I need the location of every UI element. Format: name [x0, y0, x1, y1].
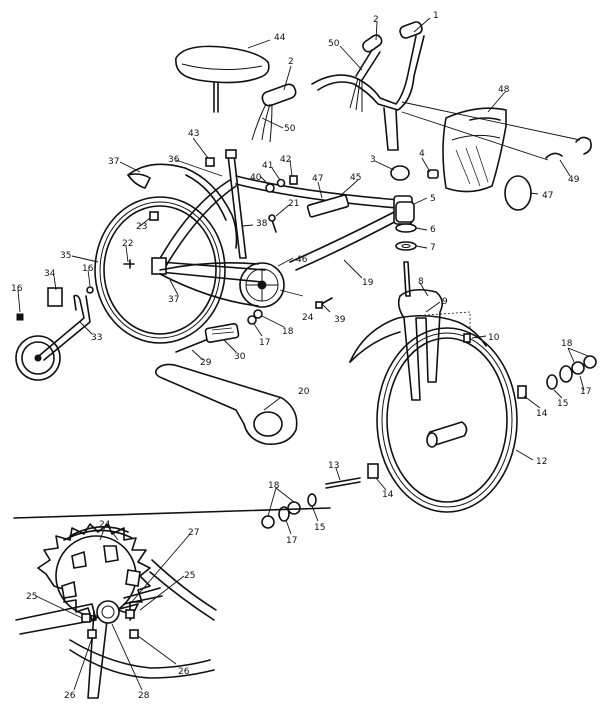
- label-42: 42: [280, 155, 291, 165]
- label-17a: 17: [580, 387, 591, 397]
- small-hardware: [16, 157, 597, 529]
- label-25b: 25: [26, 592, 37, 602]
- label-15a: 15: [557, 399, 568, 409]
- rear-fender: [127, 163, 238, 249]
- label-29: 29: [200, 358, 212, 368]
- label-28: 28: [138, 691, 150, 701]
- chain-guard: [154, 363, 298, 446]
- label-20: 20: [298, 387, 310, 397]
- training-wheel: [15, 287, 91, 381]
- label-47a: 47: [312, 174, 323, 184]
- label-22: 22: [122, 239, 133, 249]
- label-41: 41: [262, 161, 273, 171]
- leader-lines: [17, 17, 589, 691]
- label-3: 3: [370, 155, 376, 165]
- label-50b: 50: [284, 124, 296, 134]
- headset-parts: [390, 165, 439, 251]
- label-2a: 2: [373, 15, 379, 25]
- label-33: 33: [91, 333, 102, 343]
- label-43: 43: [188, 129, 199, 139]
- rear-wheel: [94, 196, 226, 344]
- label-26a: 26: [178, 667, 190, 677]
- bicycle-frame: [151, 149, 413, 283]
- label-26b: 26: [64, 691, 76, 701]
- label-39: 39: [334, 315, 346, 325]
- label-35: 35: [60, 251, 71, 261]
- label-50a: 50: [328, 39, 340, 49]
- front-wheel: [376, 327, 518, 513]
- label-17b: 17: [286, 536, 297, 546]
- label-24a: 24: [302, 313, 314, 323]
- label-8: 8: [418, 277, 424, 287]
- part-labels: 1 2 2 3 4 5 6 7 8 9 10 12 13 14 14 15 15…: [11, 11, 591, 701]
- label-9: 9: [442, 297, 448, 307]
- label-27: 27: [188, 528, 199, 538]
- label-14a: 14: [382, 490, 394, 500]
- label-14b: 14: [536, 409, 548, 419]
- front-fork: [397, 261, 444, 401]
- label-19: 19: [362, 278, 374, 288]
- label-18b: 18: [268, 481, 280, 491]
- label-37b: 37: [168, 295, 179, 305]
- label-18a: 18: [561, 339, 573, 349]
- label-17c: 17: [259, 338, 270, 348]
- label-25a: 25: [184, 571, 195, 581]
- label-2b: 2: [288, 57, 294, 67]
- label-37a: 37: [108, 157, 119, 167]
- label-46: 46: [296, 255, 308, 265]
- label-18c: 18: [282, 327, 294, 337]
- label-34: 34: [44, 269, 56, 279]
- label-13: 13: [328, 461, 339, 471]
- label-47b: 47: [542, 191, 553, 201]
- grip-with-streamers: [251, 83, 297, 143]
- label-30: 30: [234, 352, 246, 362]
- label-44: 44: [274, 33, 286, 43]
- front-hub: [426, 421, 468, 448]
- handlebar: [311, 21, 425, 151]
- label-38: 38: [256, 219, 268, 229]
- label-16b: 16: [82, 264, 94, 274]
- chainwheel: [159, 262, 285, 308]
- label-5: 5: [430, 194, 436, 204]
- label-12: 12: [536, 457, 547, 467]
- label-7: 7: [430, 243, 436, 253]
- label-49: 49: [568, 175, 580, 185]
- label-15b: 15: [314, 523, 325, 533]
- label-45: 45: [350, 173, 361, 183]
- label-36: 36: [168, 155, 180, 165]
- label-16a: 16: [11, 284, 23, 294]
- crank-detail-inset: [15, 523, 217, 699]
- label-48: 48: [498, 85, 510, 95]
- label-40: 40: [250, 173, 262, 183]
- label-21: 21: [288, 199, 299, 209]
- label-6: 6: [430, 225, 436, 235]
- label-1: 1: [433, 11, 439, 21]
- label-23: 23: [136, 222, 147, 232]
- seat: [175, 45, 270, 113]
- handlebar-bag: [442, 107, 507, 193]
- label-10: 10: [488, 333, 500, 343]
- label-24b: 24: [99, 520, 111, 530]
- front-fender: [349, 314, 487, 363]
- label-4: 4: [419, 149, 425, 159]
